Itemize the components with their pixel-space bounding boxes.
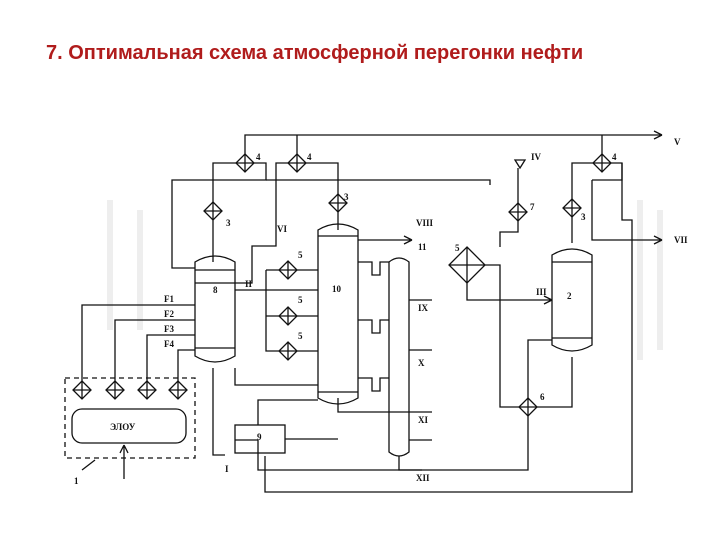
condenser-4b — [287, 153, 307, 173]
label-10: 10 — [332, 284, 342, 294]
label-2: 2 — [567, 291, 572, 301]
label-5b: 5 — [298, 295, 303, 305]
label-3a: 3 — [226, 218, 231, 228]
label-I: I — [225, 464, 229, 474]
label-5a: 5 — [298, 250, 303, 260]
label-V: V — [674, 137, 681, 147]
label-3b: 3 — [344, 192, 349, 202]
column-10 — [317, 223, 359, 405]
label-XII: XII — [416, 473, 430, 483]
label-1: 1 — [74, 476, 79, 486]
condenser-4c — [592, 153, 612, 173]
exchanger-eloy-1 — [72, 380, 92, 400]
eloy-dashed-box — [64, 377, 196, 459]
exchanger-eloy-4 — [168, 380, 188, 400]
exchanger-5c — [278, 341, 298, 361]
label-eloy: ЭЛОУ — [110, 422, 136, 432]
label-9: 9 — [257, 432, 262, 442]
label-IV: IV — [531, 152, 542, 162]
label-6: 6 — [540, 392, 545, 402]
slide-title: 7. Оптимальная схема атмосферной перегон… — [46, 42, 584, 64]
label-4a: 4 — [256, 152, 261, 162]
label-11: 11 — [418, 242, 427, 252]
condenser-4a — [235, 153, 255, 173]
label-IX: IX — [418, 303, 429, 313]
column-2 — [551, 248, 593, 352]
label-VII: VII — [674, 235, 688, 245]
label-II: II — [245, 279, 253, 289]
condenser-3a — [203, 201, 223, 221]
label-3c: 3 — [581, 212, 586, 222]
label-F2: F2 — [164, 309, 174, 319]
condenser-3c — [562, 198, 582, 218]
piping — [81, 130, 663, 493]
column-8 — [194, 255, 236, 363]
exchanger-eloy-3 — [137, 380, 157, 400]
labels: 1 2 3 3 3 4 4 4 5 5 5 5 6 7 8 9 10 11 F1… — [74, 137, 688, 486]
background-texture — [107, 200, 663, 360]
condenser-7 — [508, 202, 528, 222]
label-XI: XI — [418, 415, 428, 425]
exchanger-5a — [278, 260, 298, 280]
label-X: X — [418, 358, 425, 368]
label-VIII: VIII — [416, 218, 434, 228]
label-7: 7 — [530, 202, 535, 212]
label-III: III — [536, 287, 547, 297]
label-4b: 4 — [307, 152, 312, 162]
exchanger-6 — [518, 397, 538, 417]
label-F1: F1 — [164, 294, 174, 304]
label-5c: 5 — [298, 331, 303, 341]
label-5d: 5 — [455, 243, 460, 253]
heat-exchangers — [72, 153, 612, 417]
label-VI: VI — [277, 224, 287, 234]
eloy-unit — [71, 408, 187, 444]
exchanger-5b — [278, 306, 298, 326]
label-F3: F3 — [164, 324, 174, 334]
label-8: 8 — [213, 285, 218, 295]
label-F4: F4 — [164, 339, 174, 349]
stripper-11 — [388, 257, 410, 457]
exchanger-eloy-2 — [105, 380, 125, 400]
label-4c: 4 — [612, 152, 617, 162]
